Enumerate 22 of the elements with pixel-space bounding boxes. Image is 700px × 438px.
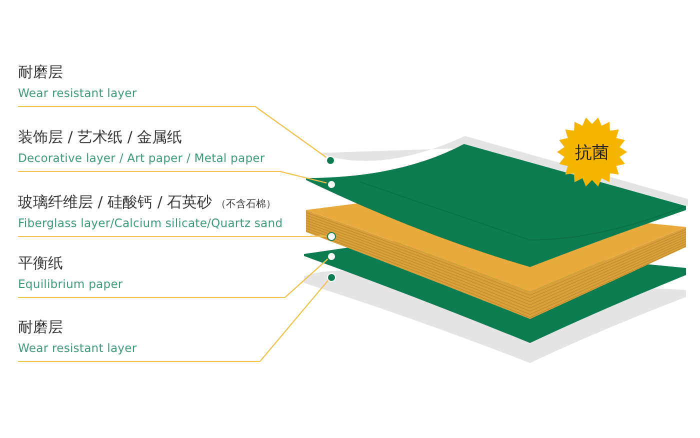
- badge-text: 抗菌: [574, 142, 610, 164]
- layer-name: 玻璃纤维层 / 硅酸钙 / 石英砂: [18, 193, 212, 211]
- layer-name: 耐磨层: [18, 63, 63, 81]
- leader-line: [280, 170, 327, 184]
- layer-name: 耐磨层: [18, 318, 63, 336]
- label-block: [18, 318, 260, 362]
- label-block: [18, 193, 310, 237]
- label-block: [18, 63, 255, 107]
- layer-name-english: Equilibrium paper: [18, 277, 123, 291]
- leader-line: [254, 106, 327, 158]
- layer-name-english: Wear resistant layer: [18, 341, 137, 355]
- leader-line: [310, 236, 327, 237]
- layer-name-english: Fiberglass layer/Calcium silicate/Quartz sand: [18, 216, 283, 230]
- layer-name: 装饰层 / 艺术纸 / 金属纸: [18, 128, 182, 146]
- layer-note: （不含石棉）: [216, 199, 276, 210]
- layer-name-english: Decorative layer / Art paper / Metal paper: [18, 151, 265, 165]
- layer-name: 平衡纸: [18, 254, 63, 272]
- label-block: [18, 128, 280, 172]
- leader-line: [260, 280, 329, 362]
- layer-name-english: Wear resistant layer: [18, 86, 137, 100]
- label-block: [18, 254, 285, 298]
- leader-line: [284, 258, 328, 298]
